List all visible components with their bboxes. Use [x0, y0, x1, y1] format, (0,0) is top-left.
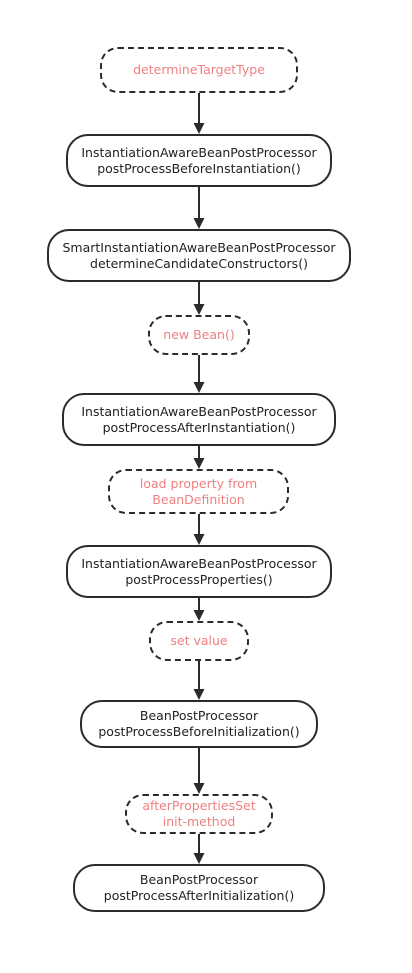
arrow-head-icon — [193, 218, 205, 229]
step-label-line: afterPropertiesSet — [142, 798, 256, 813]
arrow-head-icon — [193, 689, 205, 700]
step-dashed-n8: set value — [149, 621, 249, 661]
arrow-head-icon — [193, 123, 205, 134]
arrow-head-icon — [193, 458, 205, 469]
step-label-line: SmartInstantiationAwareBeanPostProcessor — [62, 239, 336, 255]
step-label-line: postProcessBeforeInstantiation() — [97, 160, 301, 176]
step-label-line: BeanDefinition — [152, 491, 245, 507]
step-label-line: BeanPostProcessor — [139, 708, 259, 723]
step-label-line: set value — [170, 633, 228, 648]
step-label-line: determineTargetType — [133, 62, 265, 77]
step-dashed-n1: determineTargetType — [100, 47, 298, 93]
step-label-line: new Bean() — [163, 327, 235, 342]
step-label-line: postProcessBeforeInitialization() — [98, 724, 300, 739]
step-label-line: determineCandidateConstructors() — [90, 255, 308, 271]
step-label-line: postProcessAfterInitialization() — [103, 888, 295, 903]
arrow-head-icon — [193, 534, 205, 545]
step-label-line: InstantiationAwareBeanPostProcessor — [81, 555, 317, 571]
step-label-line: postProcessAfterInstantiation() — [102, 419, 296, 435]
arrow-head-icon — [193, 610, 205, 621]
step-label-line: postProcessProperties() — [125, 571, 273, 587]
arrow-head-icon — [193, 853, 205, 864]
step-label-line: BeanPostProcessor — [139, 872, 259, 887]
step-dashed-n4: new Bean() — [148, 315, 250, 355]
arrow-head-icon — [193, 304, 205, 315]
step-label-line: InstantiationAwareBeanPostProcessor — [81, 403, 317, 419]
step-label-line: InstantiationAwareBeanPostProcessor — [81, 144, 317, 160]
step-label-line: load property from — [139, 475, 258, 491]
arrow-head-icon — [193, 783, 205, 794]
step-n3: SmartInstantiationAwareBeanPostProcessor… — [47, 229, 351, 282]
step-label-line: init-method — [162, 814, 236, 829]
arrow-head-icon — [193, 382, 205, 393]
